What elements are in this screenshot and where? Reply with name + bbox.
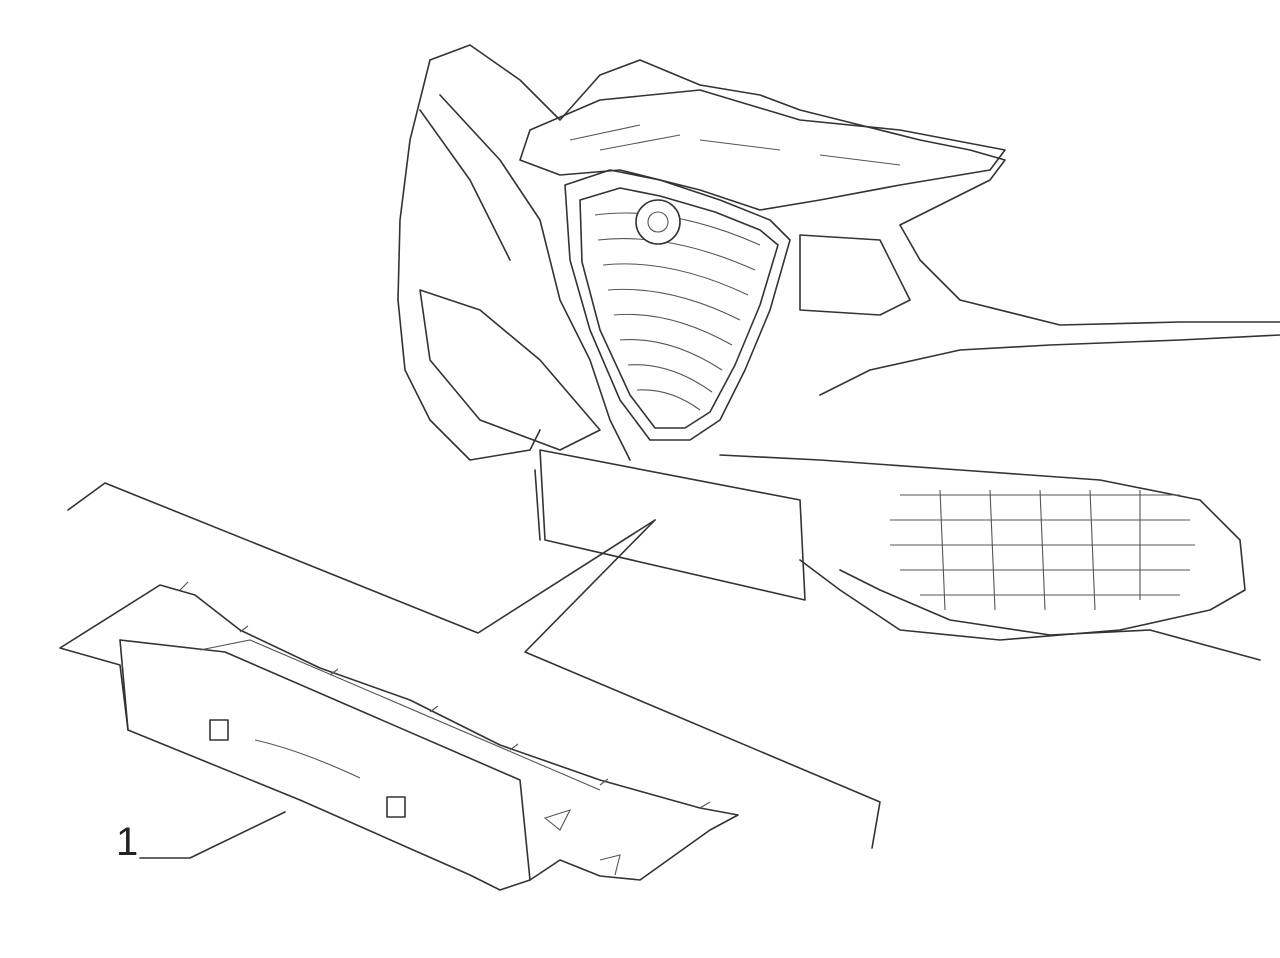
side-mesh-right xyxy=(799,234,911,316)
brand-emblem xyxy=(635,199,681,245)
center-slot xyxy=(254,739,361,779)
mount-hole-right xyxy=(386,796,406,818)
grille-slats xyxy=(594,212,761,411)
license-plate-bracket xyxy=(59,581,739,891)
callout-leader-1 xyxy=(139,811,286,859)
callout-number: 1 xyxy=(116,820,139,864)
mount-hole-left xyxy=(209,719,229,741)
assembly-leader-lines xyxy=(67,482,881,849)
lower-intake-grid xyxy=(890,489,1195,611)
front-bumper-assembly xyxy=(397,44,1280,661)
side-mesh-left xyxy=(419,289,601,451)
